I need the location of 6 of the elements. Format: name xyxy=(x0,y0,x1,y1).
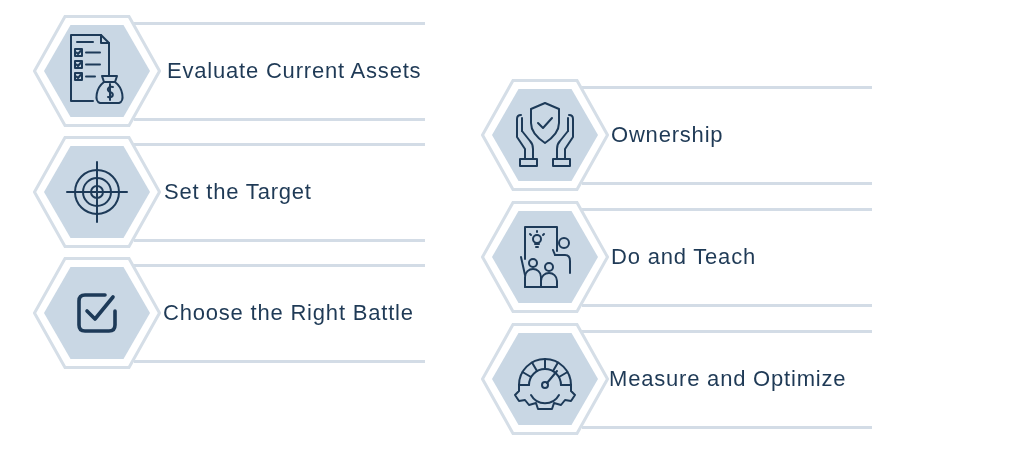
step-title: Do and Teach xyxy=(611,243,756,271)
step-title: Set the Target xyxy=(164,178,312,206)
step-title: Evaluate Current Assets xyxy=(167,57,422,85)
step-title: Ownership xyxy=(611,121,724,149)
step-title: Measure and Optimize xyxy=(609,365,847,393)
step-title: Choose the Right Battle xyxy=(163,299,414,327)
